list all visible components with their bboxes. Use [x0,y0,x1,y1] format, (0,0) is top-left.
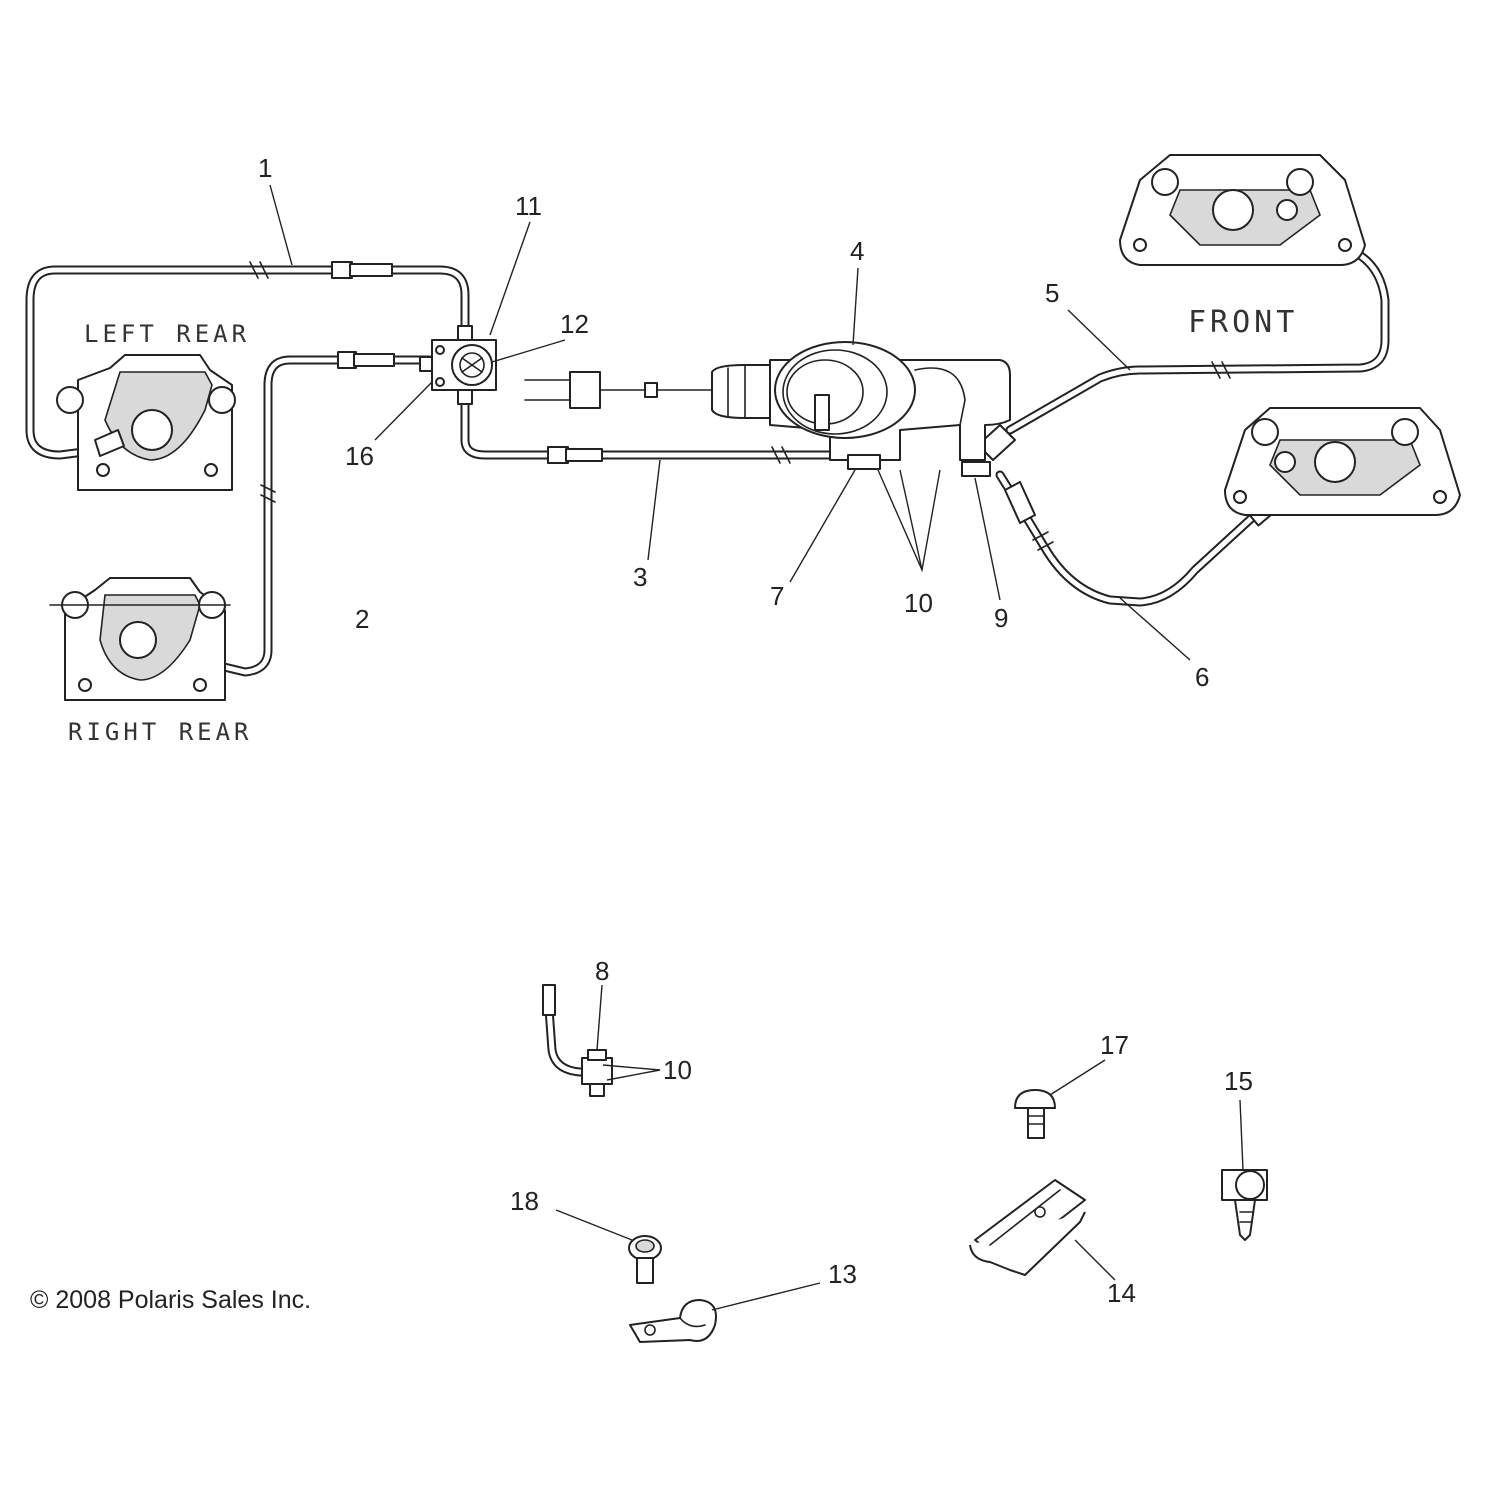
banjo-fitting-part-8 [542,984,613,1097]
brake-line-1 [25,261,470,460]
callout-7: 7 [770,581,784,611]
copyright-notice: © 2008 Polaris Sales Inc. [30,1286,311,1314]
callout-6: 6 [1195,662,1209,692]
callout-13: 13 [828,1259,857,1289]
leader-lines [269,184,1244,1311]
callout-4: 4 [850,236,864,266]
callout-10: 10 [904,588,933,618]
master-cylinder [524,341,1011,477]
label-front: FRONT [1188,305,1298,340]
callout-16: 16 [345,441,374,471]
distribution-block [419,325,497,405]
callout-14: 14 [1107,1278,1136,1308]
p-clamp-part-13 [629,1299,717,1343]
right-rear-caliper [49,577,231,701]
callout-3: 3 [633,562,647,592]
callout-1: 1 [258,153,272,183]
callout-10-detail: 10 [663,1055,692,1085]
bolt-part-18 [628,1235,662,1284]
clip-part-15 [1221,1169,1268,1241]
clip-part-14 [969,1179,1086,1276]
callout-numbers: 1 11 12 16 4 5 3 7 10 9 6 2 8 10 17 15 1… [258,153,1253,1308]
callout-12: 12 [560,309,589,339]
callout-15: 15 [1224,1066,1253,1096]
callout-5: 5 [1045,278,1059,308]
front-left-caliper [1224,407,1461,516]
callout-8: 8 [595,956,609,986]
callout-9: 9 [994,603,1008,633]
callout-11: 11 [515,191,542,221]
bolt-part-17 [1014,1089,1056,1139]
brake-line-2 [175,351,435,677]
left-rear-caliper [56,354,236,491]
front-right-caliper [1119,154,1366,266]
label-left-rear: LEFT REAR [84,320,250,348]
callout-17: 17 [1100,1030,1129,1060]
brake-line-3 [460,390,845,464]
callout-2: 2 [355,604,369,634]
callout-18: 18 [510,1186,539,1216]
label-right-rear: RIGHT REAR [68,718,253,746]
